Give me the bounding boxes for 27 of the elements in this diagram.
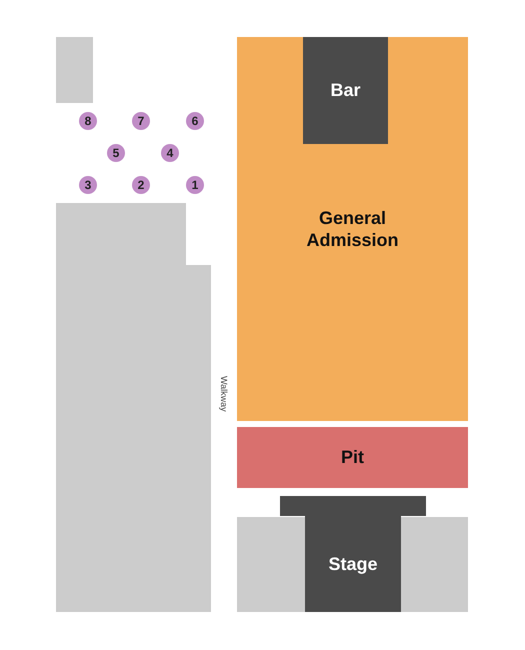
seat-circle xyxy=(79,112,97,130)
seat-number: 5 xyxy=(112,147,120,159)
seat-number: 8 xyxy=(84,115,92,127)
seat-circle xyxy=(79,176,97,194)
seat-number: 1 xyxy=(192,179,198,191)
section-label: General Admission xyxy=(305,206,400,252)
section-block xyxy=(237,517,305,612)
section-area xyxy=(303,37,388,144)
seat-circle xyxy=(186,112,204,130)
seat-number: 2 xyxy=(138,179,144,191)
seat-number: 4 xyxy=(166,147,174,159)
section-block xyxy=(401,517,468,612)
seat-circle xyxy=(132,176,150,194)
section-label: Stage xyxy=(328,552,378,576)
section-area xyxy=(237,37,468,421)
seat-number: 7 xyxy=(138,115,144,127)
walkway-label: Walkway xyxy=(219,376,229,412)
seat-circle xyxy=(186,176,204,194)
seat-circle xyxy=(161,144,179,162)
section-label: Bar xyxy=(330,79,360,102)
section-area xyxy=(237,427,468,488)
seat-circle xyxy=(132,112,150,130)
seat-number: 3 xyxy=(84,179,92,191)
seat-number: 6 xyxy=(192,115,198,127)
section-label: Pit xyxy=(340,446,364,469)
section-block xyxy=(56,37,93,103)
seat-circle xyxy=(107,144,125,162)
